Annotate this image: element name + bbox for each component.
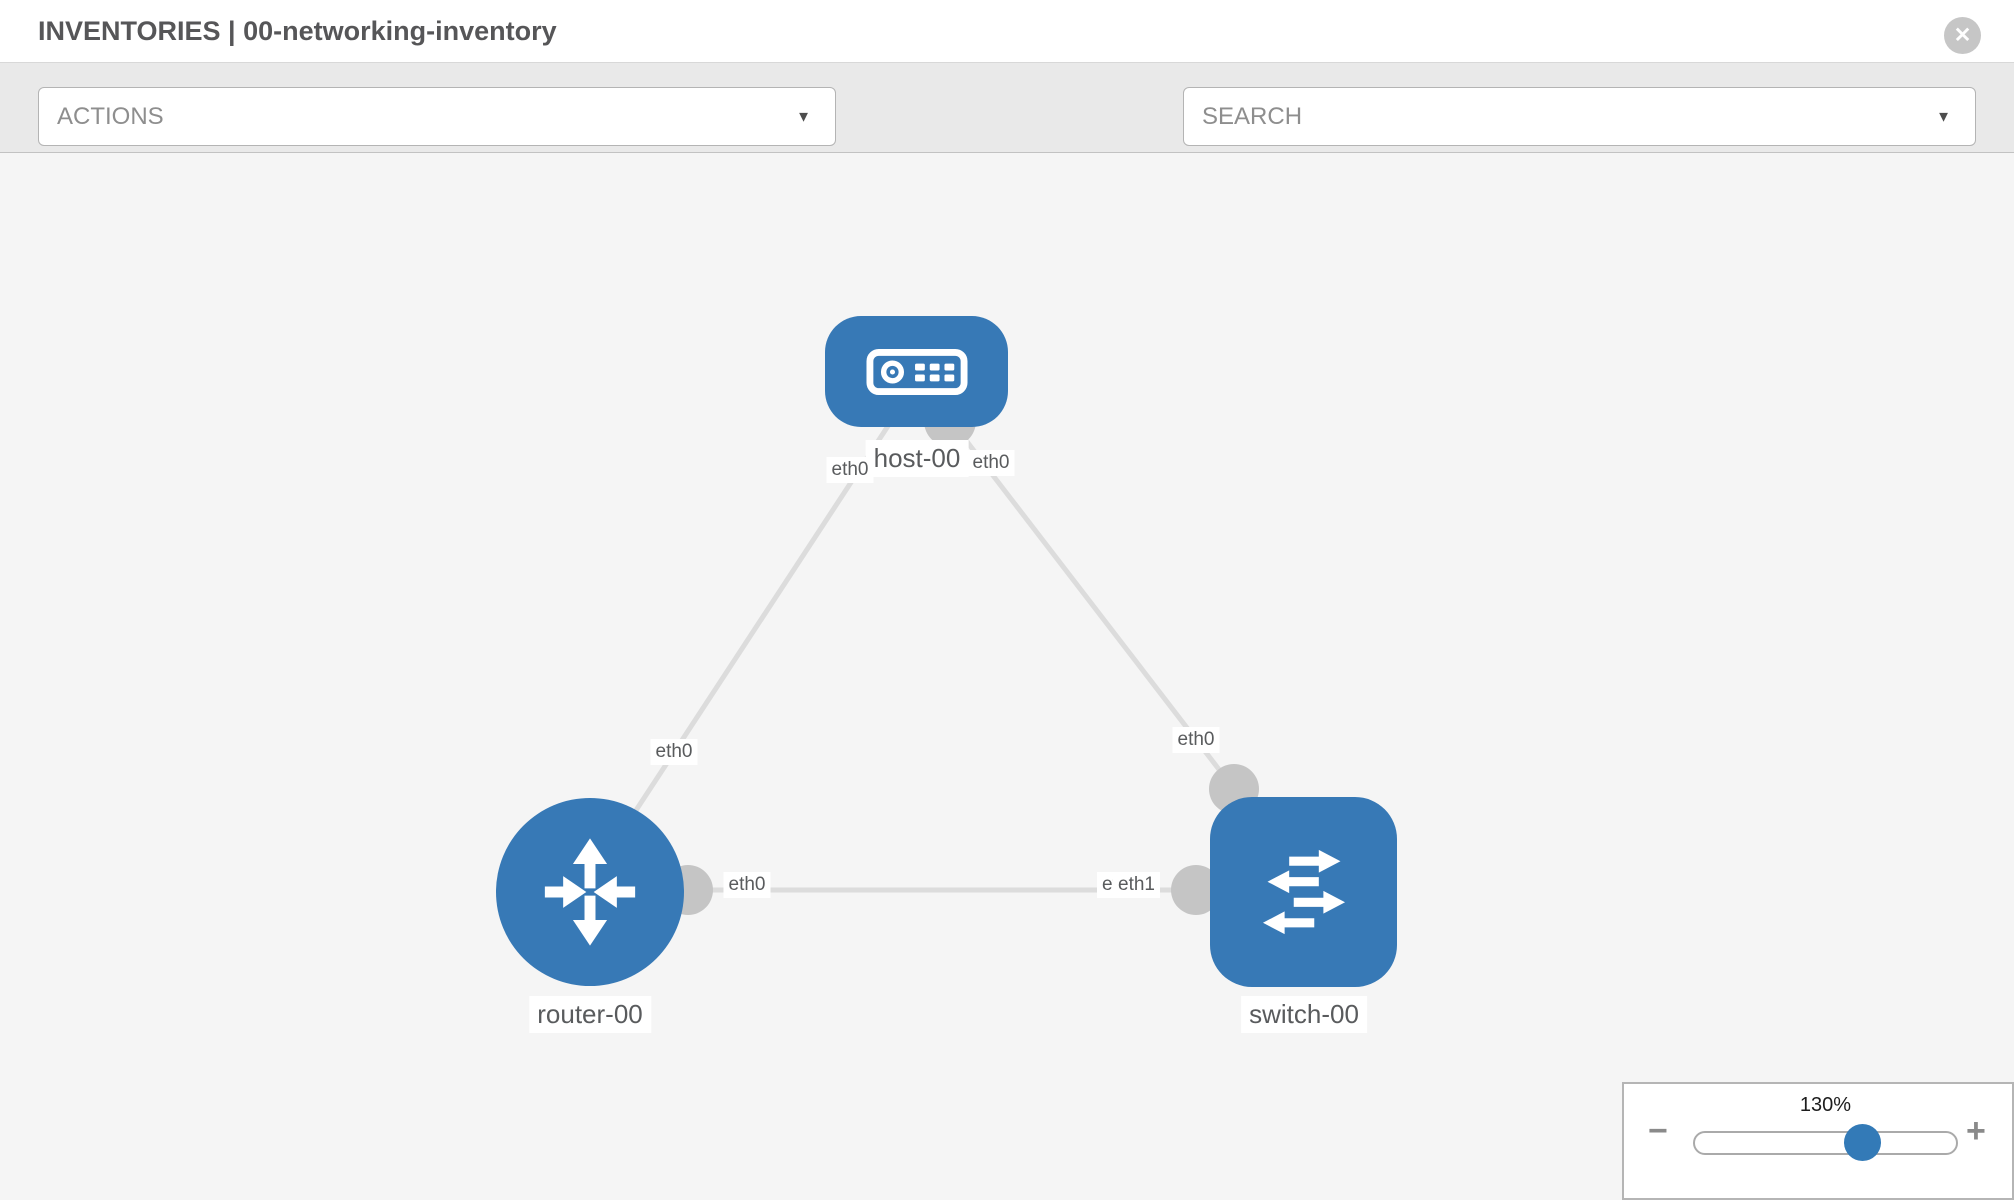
node-router-00[interactable] [496,798,684,986]
zoom-control-panel: 130% − + [1622,1082,2014,1200]
node-label-switch[interactable]: switch-00 [1241,996,1367,1033]
chevron-down-icon: ▼ [796,108,811,125]
node-host-00[interactable] [825,316,1008,427]
interface-label-router-eth0: eth0 [723,872,771,898]
switch-icon [1262,849,1345,935]
interface-label-host-eth0-right: eth0 [967,450,1015,476]
interface-label-host-eth0-left: eth0 [826,457,874,483]
router-icon [544,838,636,946]
search-dropdown-label: SEARCH [1202,102,1303,130]
interface-label-switch-eth0-up: eth0 [1172,727,1220,753]
actions-dropdown[interactable]: ACTIONS ▼ [38,87,836,146]
search-dropdown[interactable]: SEARCH ▼ [1183,87,1976,146]
node-label-router[interactable]: router-00 [529,996,651,1033]
port-dot-switch-left[interactable] [1171,865,1221,915]
topology-canvas[interactable]: host-00 router-00 switch-00 eth0 eth0 et… [0,153,2014,1200]
page-title: INVENTORIES | 00-networking-inventory [38,16,557,46]
interface-label-router-eth0-up: eth0 [650,739,698,765]
zoom-level-value: 130% [1799,1094,1852,1116]
zoom-out-button[interactable]: − [1648,1112,1668,1150]
toolbar: ACTIONS ▼ SEARCH ▼ [0,62,2014,199]
node-label-host[interactable]: host-00 [865,440,969,477]
header-bar: INVENTORIES | 00-networking-inventory ✕ [0,0,2014,62]
topology-wires [607,395,1259,915]
zoom-slider[interactable] [1693,1131,1958,1155]
close-button[interactable]: ✕ [1944,17,1981,54]
chevron-down-icon: ▼ [1936,108,1951,125]
zoom-in-button[interactable]: + [1966,1112,1986,1150]
close-icon: ✕ [1953,24,1972,47]
host-icon [865,348,968,395]
interface-label-switch-eth1: eth1 [1113,872,1160,898]
node-switch-00[interactable] [1210,797,1397,987]
actions-dropdown-label: ACTIONS [57,102,164,130]
zoom-slider-thumb[interactable] [1844,1124,1881,1161]
